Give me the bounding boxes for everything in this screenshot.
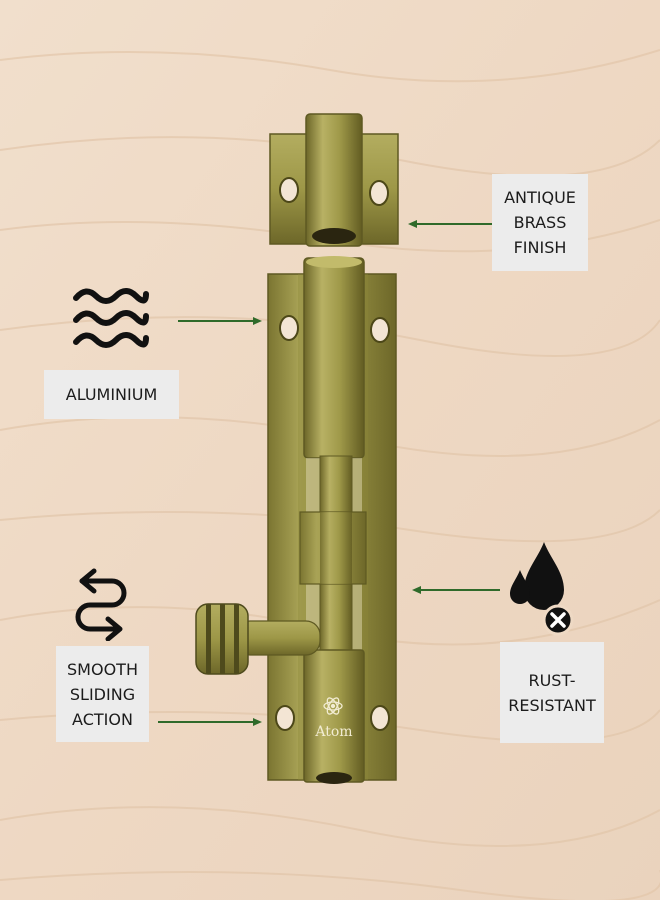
water-drops-no-icon bbox=[510, 542, 574, 636]
label-line: BRASS bbox=[513, 213, 567, 232]
label-line: SLIDING bbox=[69, 684, 136, 704]
label-line: RESISTANT bbox=[508, 695, 596, 715]
label-antique-brass-finish: ANTIQUE BRASS FINISH bbox=[492, 174, 588, 271]
label-line: FINISH bbox=[513, 238, 567, 257]
bolt-keeper bbox=[269, 113, 399, 247]
label-line: SMOOTH bbox=[67, 659, 138, 679]
waves-icon bbox=[73, 288, 149, 348]
label-line: ACTION bbox=[72, 709, 133, 729]
label-line: ALUMINIUM bbox=[65, 385, 158, 404]
label-aluminium: ALUMINIUM bbox=[44, 370, 179, 419]
bolt-body bbox=[195, 256, 397, 784]
label-line: RUST- bbox=[528, 670, 576, 690]
atom-logo-icon bbox=[323, 697, 343, 715]
pointer-arrows bbox=[158, 220, 500, 726]
swap-arrows-icon bbox=[75, 568, 127, 641]
bolt-knob bbox=[195, 603, 249, 675]
label-smooth-sliding-action: SMOOTH SLIDING ACTION bbox=[56, 646, 149, 742]
brand-logo-text: Atom bbox=[315, 724, 353, 740]
label-line: ANTIQUE bbox=[504, 188, 576, 207]
label-rust-resistant: RUST- RESISTANT bbox=[500, 642, 604, 743]
